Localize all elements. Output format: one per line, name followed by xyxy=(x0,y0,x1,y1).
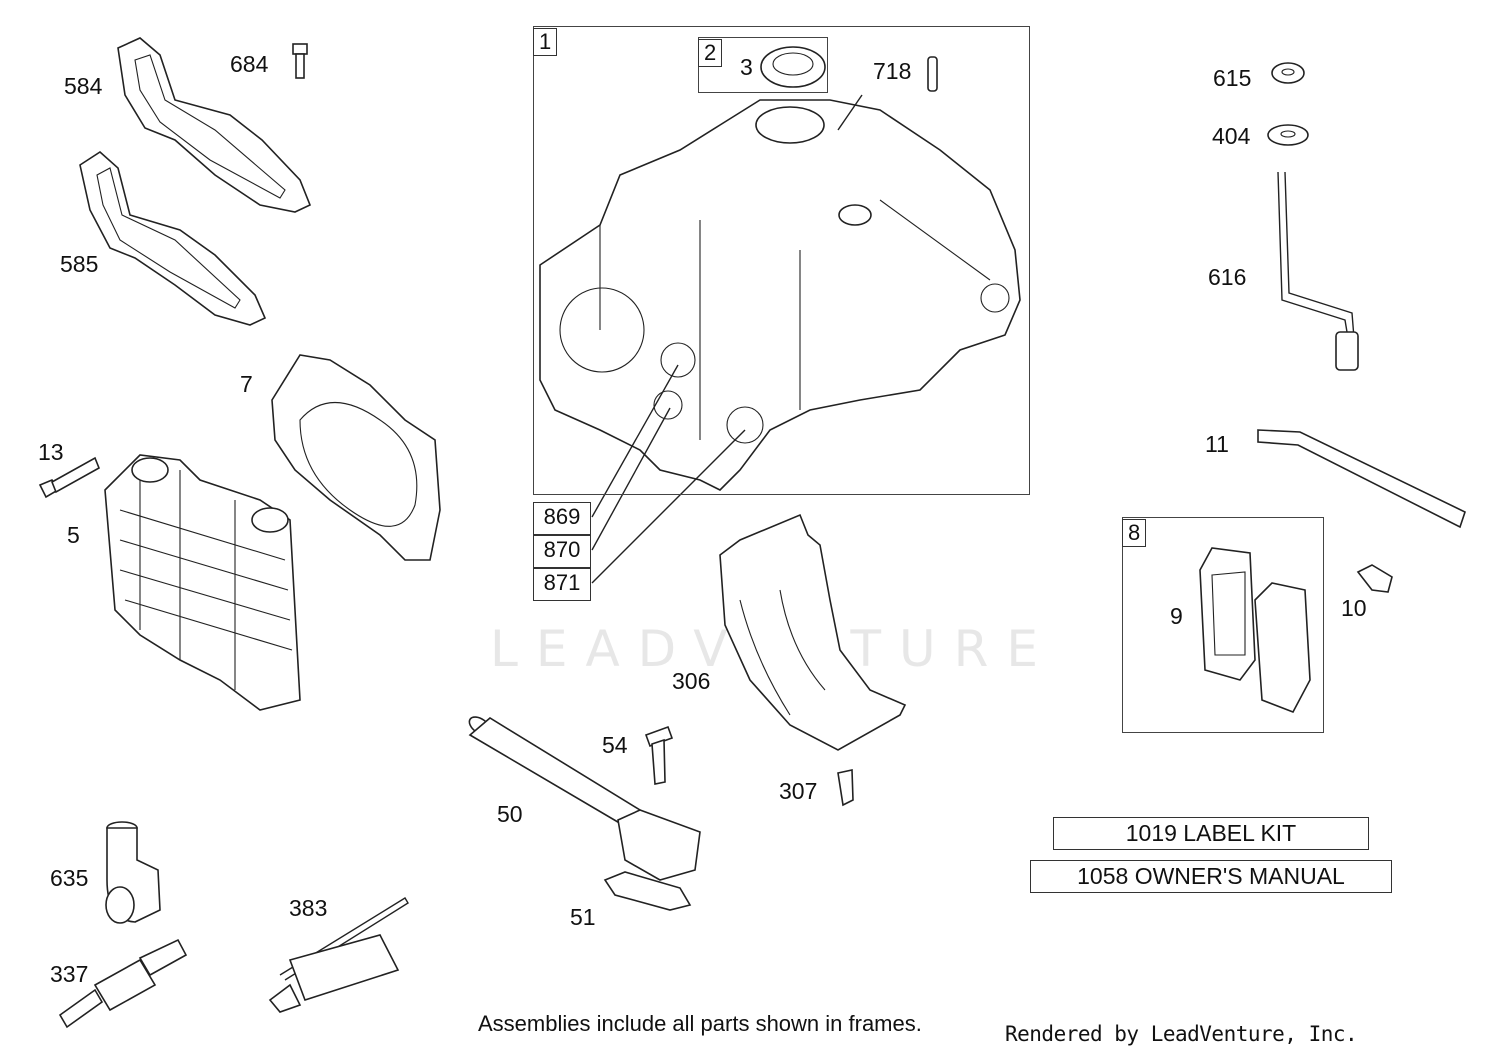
callout-684[interactable]: 684 xyxy=(230,51,269,77)
callout-13[interactable]: 13 xyxy=(38,439,64,465)
callout-51[interactable]: 51 xyxy=(570,904,596,930)
pin-718-drawing xyxy=(927,56,938,92)
callout-383[interactable]: 383 xyxy=(289,895,328,921)
rod-616-drawing xyxy=(1277,171,1359,371)
spark-plug-337-drawing xyxy=(58,938,188,1029)
frame-number-8: 8 xyxy=(1122,519,1147,547)
callout-869[interactable]: 869 xyxy=(533,502,591,535)
callout-337[interactable]: 337 xyxy=(50,961,89,987)
nut-615-drawing xyxy=(1271,62,1305,84)
plug-10-drawing xyxy=(1356,564,1393,593)
callout-616[interactable]: 616 xyxy=(1208,264,1247,290)
callout-7[interactable]: 7 xyxy=(240,371,253,397)
screw-307-drawing xyxy=(837,769,854,807)
callout-615[interactable]: 615 xyxy=(1213,65,1252,91)
tube-11-drawing xyxy=(1257,429,1466,529)
callout-871[interactable]: 871 xyxy=(533,568,591,601)
callout-54[interactable]: 54 xyxy=(602,732,628,758)
frame-number-2: 2 xyxy=(698,39,723,67)
dipstick-tube-50-drawing xyxy=(468,716,701,881)
frame-number-1: 1 xyxy=(533,28,558,56)
callout-10[interactable]: 10 xyxy=(1341,595,1367,621)
tool-383-drawing xyxy=(268,897,409,1013)
callout-3[interactable]: 3 xyxy=(740,54,753,80)
breather-9-drawing xyxy=(1199,547,1311,714)
shield-306-drawing xyxy=(719,513,907,751)
assemblies-note: Assemblies include all parts shown in fr… xyxy=(478,1011,922,1036)
callout-584[interactable]: 584 xyxy=(64,73,103,99)
callout-585[interactable]: 585 xyxy=(60,251,99,277)
gasket-51-drawing xyxy=(603,871,692,911)
screw-54-drawing xyxy=(644,725,674,785)
callout-5[interactable]: 5 xyxy=(67,522,80,548)
washer-404-drawing xyxy=(1267,124,1309,146)
callout-306[interactable]: 306 xyxy=(672,668,711,694)
gasket-7-drawing xyxy=(271,354,441,561)
seal-3-drawing xyxy=(760,46,826,88)
callout-870[interactable]: 870 xyxy=(533,535,591,568)
frame-assembly-1 xyxy=(533,26,1030,495)
leader-lines xyxy=(591,94,863,584)
callout-9[interactable]: 9 xyxy=(1170,603,1183,629)
owners-manual-box[interactable]: 1058 OWNER'S MANUAL xyxy=(1030,860,1392,893)
callout-11[interactable]: 11 xyxy=(1205,431,1229,457)
bolt-684-drawing xyxy=(292,43,308,79)
callout-50[interactable]: 50 xyxy=(497,801,523,827)
render-credit: Rendered by LeadVenture, Inc. xyxy=(1005,1022,1358,1046)
label-kit-box[interactable]: 1019 LABEL KIT xyxy=(1053,817,1369,850)
callout-718[interactable]: 718 xyxy=(873,58,912,84)
callout-404[interactable]: 404 xyxy=(1212,123,1251,149)
cylinder-head-5-drawing xyxy=(104,454,301,711)
gasket-584-drawing xyxy=(117,37,312,213)
callout-307[interactable]: 307 xyxy=(779,778,818,804)
bolt-13-drawing xyxy=(38,456,101,499)
callout-635[interactable]: 635 xyxy=(50,865,89,891)
crankcase-1-drawing xyxy=(539,99,1021,491)
gasket-585-drawing xyxy=(79,150,267,326)
frame-assembly-8 xyxy=(1122,517,1324,733)
elbow-635-drawing xyxy=(105,821,161,924)
